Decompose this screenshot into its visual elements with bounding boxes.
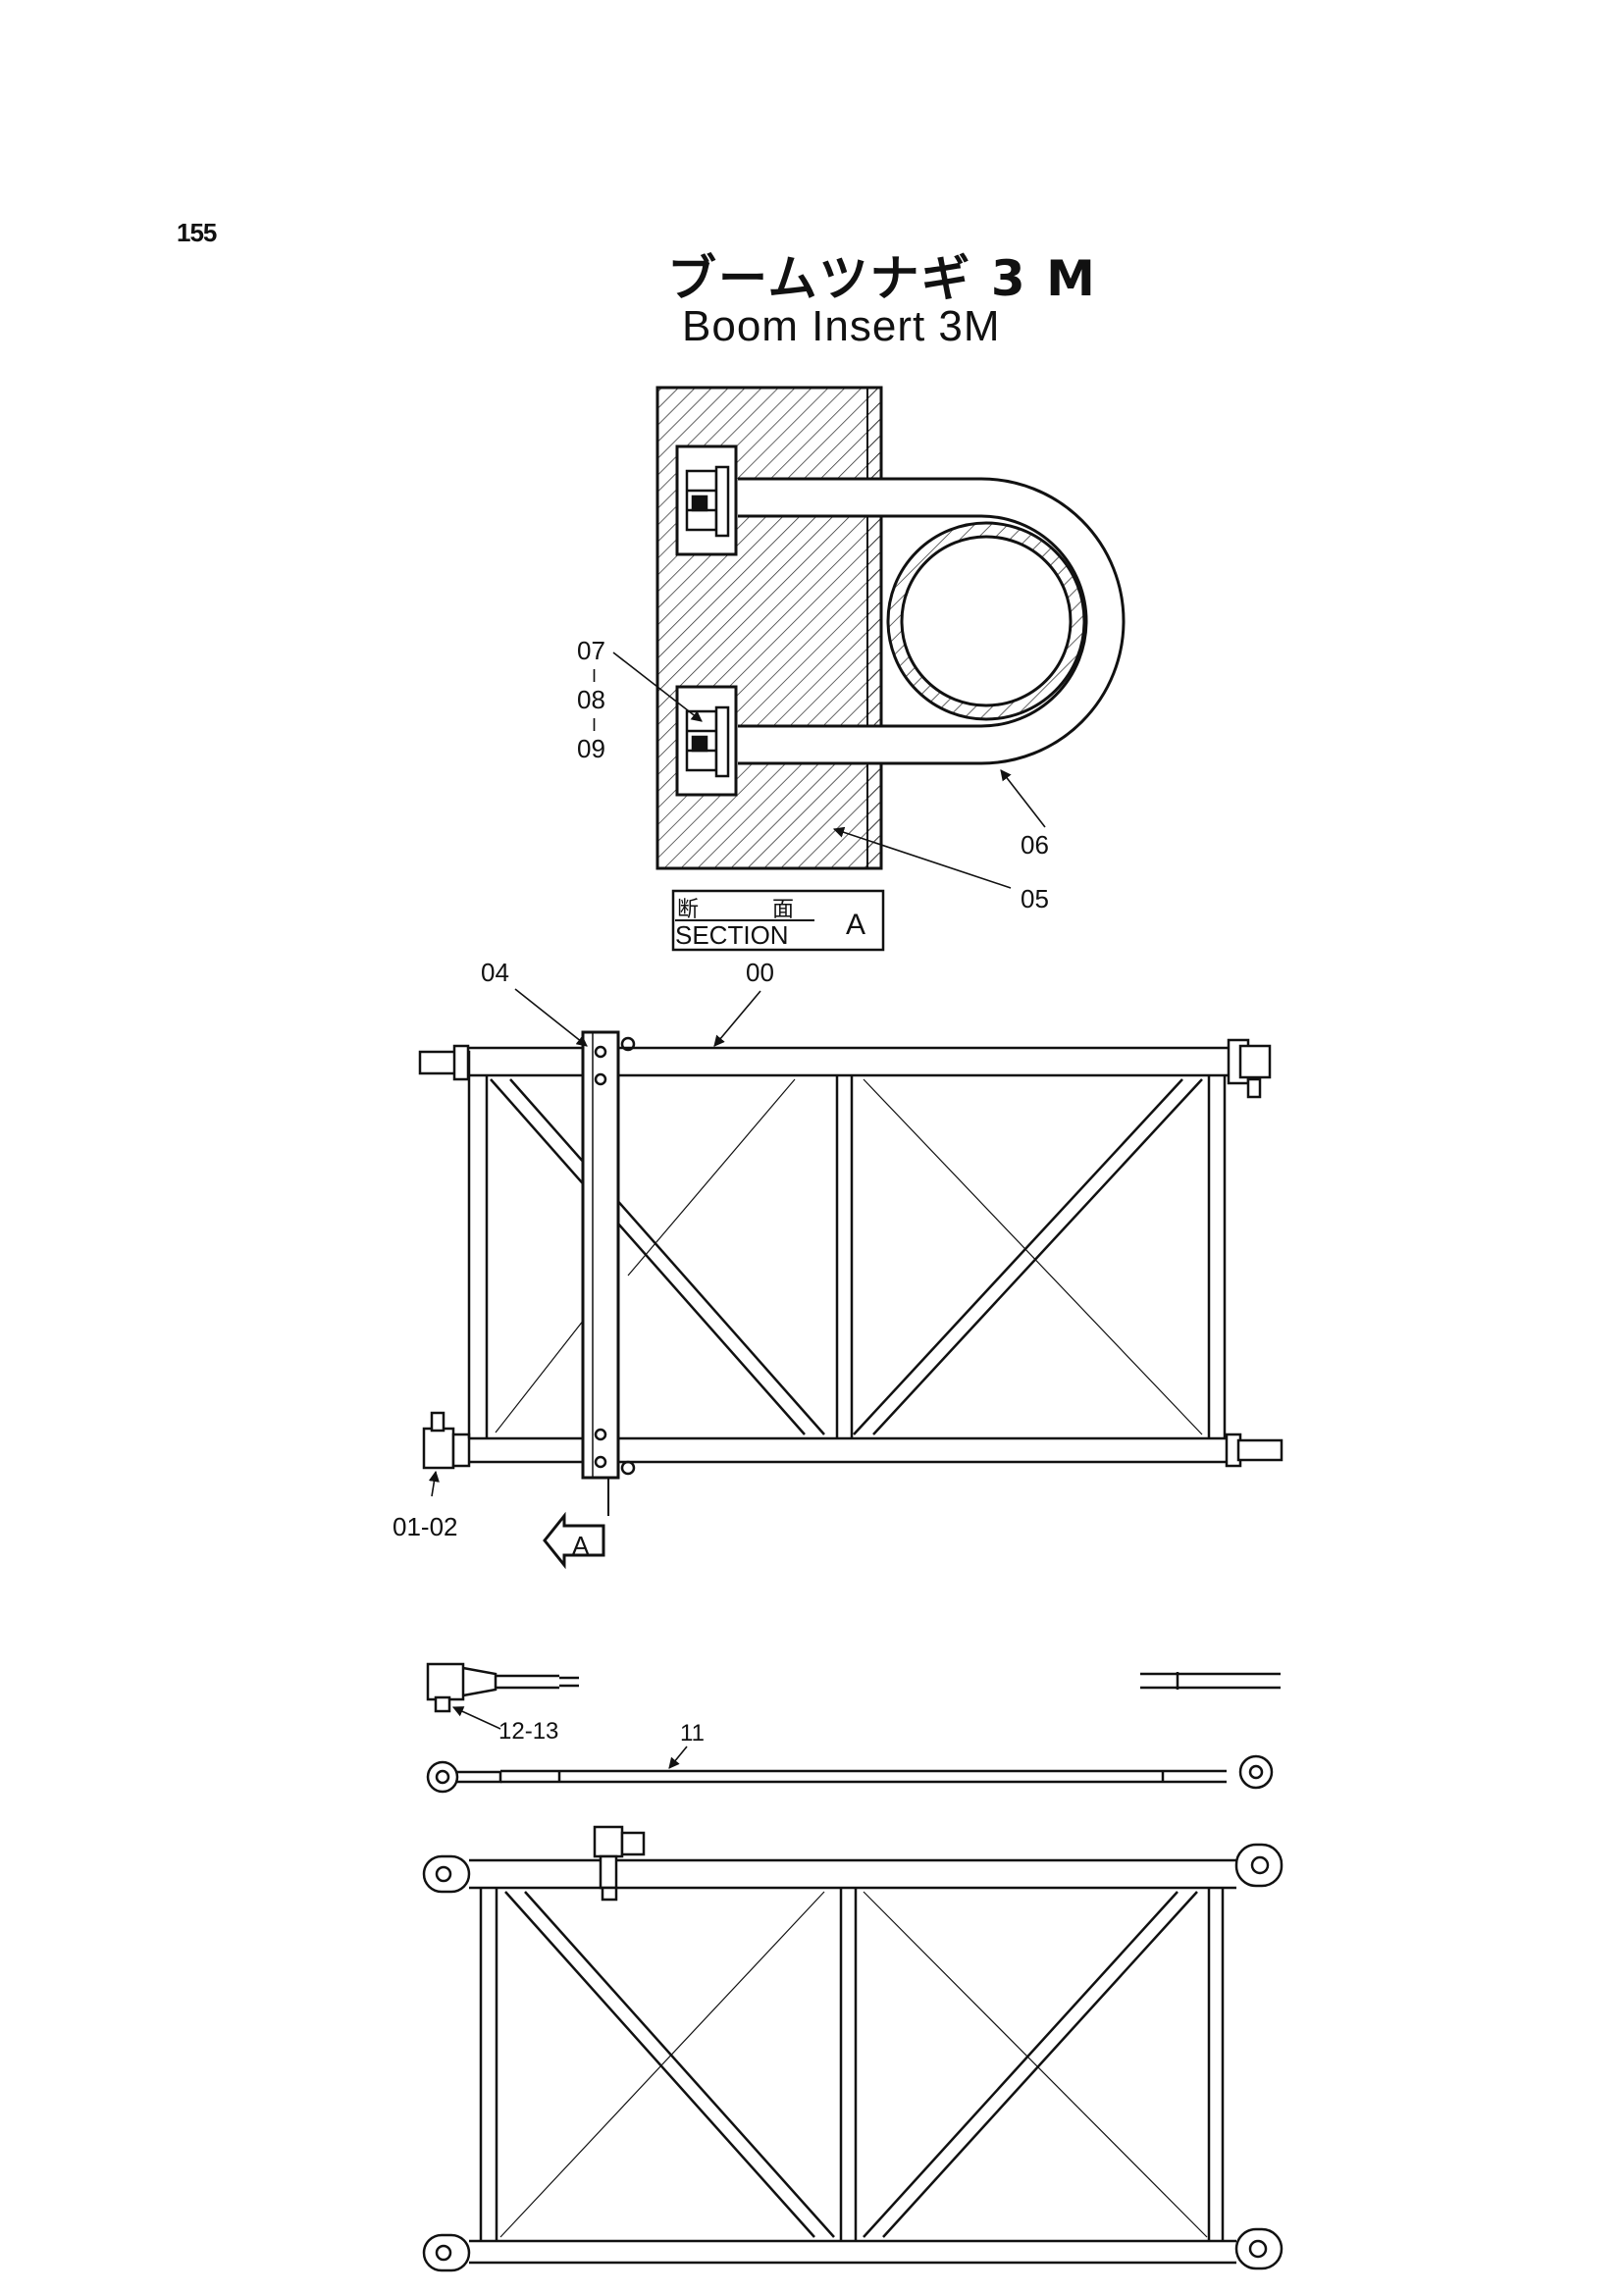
pendant-detail bbox=[426, 1662, 1281, 1794]
label-08: 08 bbox=[577, 685, 605, 714]
title-english: Boom Insert 3M bbox=[682, 302, 1001, 350]
page-number: 155 bbox=[177, 218, 217, 247]
pendant-callouts: 12-13 11 bbox=[451, 1706, 705, 1769]
separator-2: I bbox=[592, 715, 597, 735]
label-09: 09 bbox=[577, 734, 605, 763]
section-callouts: 07 I 08 I 09 06 05 bbox=[577, 636, 1049, 913]
section-a-detail bbox=[655, 386, 1126, 870]
section-label: SECTION bbox=[675, 920, 789, 950]
view-arrow-a: A bbox=[543, 1511, 605, 1570]
section-jp-left: 断 bbox=[677, 897, 699, 921]
label-11: 11 bbox=[680, 1720, 705, 1747]
separator-1: I bbox=[592, 666, 597, 686]
label-12-13: 12-13 bbox=[498, 1718, 558, 1745]
label-01-02: 01-02 bbox=[393, 1512, 458, 1541]
label-05: 05 bbox=[1021, 884, 1049, 913]
side-view-callouts: 04 00 01-02 bbox=[393, 958, 774, 1541]
boom-side-view bbox=[418, 1030, 1283, 1516]
label-04: 04 bbox=[481, 958, 509, 987]
boom-plan-view bbox=[422, 1825, 1283, 2272]
view-arrow-letter: A bbox=[572, 1531, 590, 1560]
section-a-label-box: 断 面 SECTION A bbox=[671, 889, 885, 952]
label-00: 00 bbox=[746, 958, 774, 987]
section-letter: A bbox=[846, 909, 865, 941]
section-jp-right: 面 bbox=[772, 897, 794, 921]
title-japanese: ブームツナギ 3 M bbox=[667, 250, 1097, 307]
label-07: 07 bbox=[577, 636, 605, 665]
label-06: 06 bbox=[1021, 830, 1049, 860]
